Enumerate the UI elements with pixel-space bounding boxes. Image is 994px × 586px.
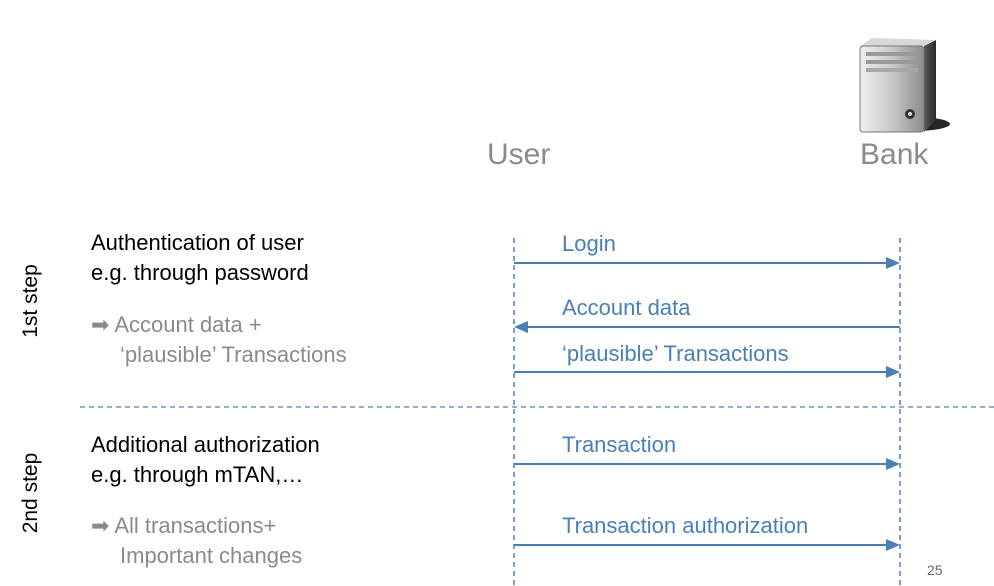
message-login: Login [562,231,616,256]
step-2-result-line1: All transactions+ [114,513,277,538]
login-arrowhead [886,257,900,269]
step-2-description: Additional authorization e.g. through mT… [91,430,320,490]
step-1-result-line2: ‘plausible’ Transactions [120,342,347,367]
step-label-1: 1st step [19,264,42,338]
account-data-arrowhead [514,321,528,333]
step-2-description-line2: e.g. through mTAN,… [91,462,304,487]
right-arrow-icon: ➡ [91,312,110,337]
plausible-transactions-arrowhead [886,366,900,378]
step-2-result-line2: Important changes [120,543,303,568]
message-transaction: Transaction [562,432,677,457]
step-label-2: 2nd step [19,452,42,534]
step-2-result: ➡ All transactions+ Important changes [91,511,302,571]
step-1-description-line1: Authentication of user [91,230,304,255]
actor-bank: Bank [860,138,929,171]
transaction-arrowhead [886,458,900,470]
step-1-description: Authentication of user e.g. through pass… [91,228,309,288]
transaction-authorization-arrowhead [886,539,900,551]
step-1-result: ➡ Account data + ‘plausible’ Transaction… [91,310,347,370]
step-1-description-line2: e.g. through password [91,260,309,285]
step-1-result-line1: Account data + [114,312,262,337]
message-transaction-authorization: Transaction authorization [562,513,809,538]
message-plausible-transactions: ‘plausible’ Transactions [562,341,789,366]
step-2-description-line1: Additional authorization [91,432,320,457]
actor-user: User [487,138,551,171]
message-account-data: Account data [562,295,691,320]
page-number: 25 [927,562,943,578]
server-icon [852,36,952,136]
right-arrow-icon: ➡ [91,513,110,538]
